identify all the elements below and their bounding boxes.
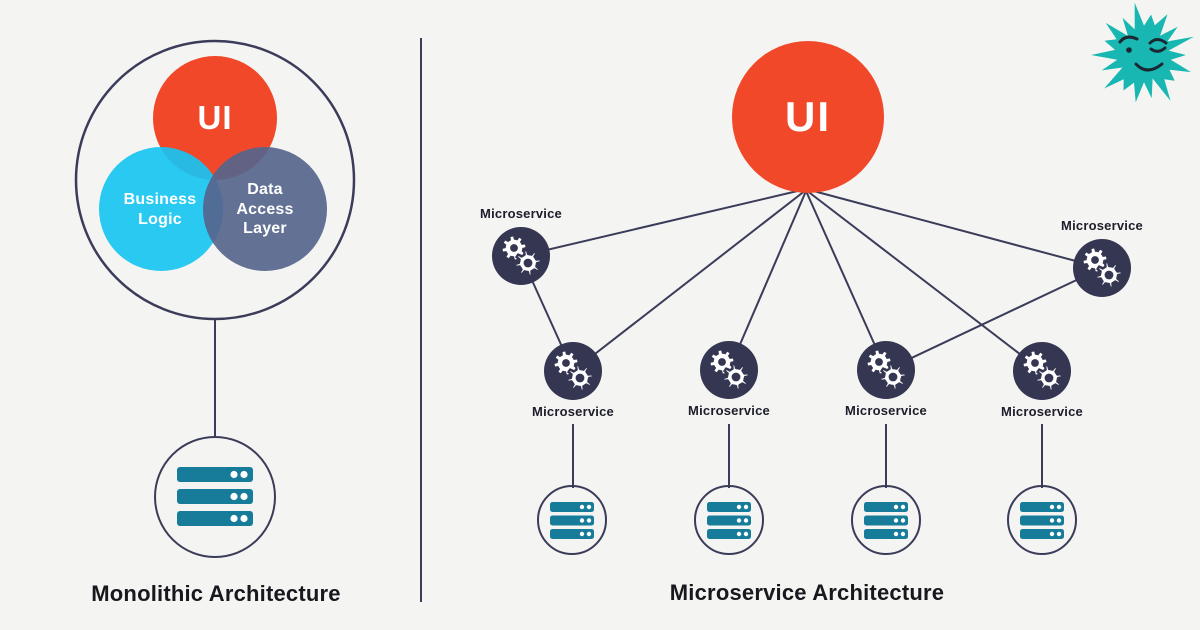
gears-icon: [867, 350, 908, 392]
monolith-database-node: [154, 436, 276, 558]
ui-layer-circle: [153, 56, 277, 180]
database-node: [851, 485, 921, 555]
connection-line: [572, 189, 807, 372]
database-node: [1007, 485, 1077, 555]
microservice-label: Microservice: [845, 403, 927, 418]
microservice-node: [492, 227, 550, 285]
microservice-node: [544, 342, 602, 400]
microservice-node: [1073, 239, 1131, 297]
server-icon: [864, 501, 908, 539]
server-icon: [177, 467, 253, 526]
microservice-label: Microservice: [688, 403, 770, 418]
connection-line: [885, 267, 1103, 371]
connection-line: [805, 190, 887, 371]
microservice-ui-circle: UI: [732, 41, 884, 193]
connection-line: [805, 189, 1043, 372]
server-icon: [550, 501, 594, 539]
winking-face: [1118, 35, 1168, 72]
microservice-ui-label: UI: [785, 93, 831, 140]
gears-icon: [1023, 351, 1064, 393]
connection-line: [805, 188, 1103, 269]
business-logic-circle: [99, 147, 223, 271]
data-access-circle: [203, 147, 327, 271]
microservice-label: Microservice: [480, 206, 562, 221]
gears-icon: [1083, 248, 1124, 290]
gears-icon: [710, 350, 751, 392]
data-access-layer-label: Data Access Layer: [236, 181, 294, 238]
server-icon: [1020, 501, 1064, 539]
microservice-title: Microservice Architecture: [669, 580, 945, 605]
monolith-title: Monolithic Architecture: [91, 581, 341, 606]
microservice-label: Microservice: [1061, 218, 1143, 233]
database-node: [537, 485, 607, 555]
connection-line: [520, 188, 807, 257]
microservice-node: [857, 341, 915, 399]
monolith-venn: [74, 39, 356, 321]
winking-star-icon: [1091, 2, 1194, 103]
database-node: [694, 485, 764, 555]
server-icon: [707, 501, 751, 539]
monolith-boundary-circle: [74, 39, 356, 321]
monolith-ui-label: UI: [197, 99, 233, 136]
microservice-label: Microservice: [532, 404, 614, 419]
microservice-node: [1013, 342, 1071, 400]
panel-divider: [420, 38, 422, 602]
microservice-label: Microservice: [1001, 404, 1083, 419]
gears-icon: [554, 351, 595, 393]
gears-icon: [502, 236, 543, 278]
microservice-node: [700, 341, 758, 399]
business-logic-label: Business Logic: [123, 191, 197, 228]
connection-line: [728, 190, 807, 371]
